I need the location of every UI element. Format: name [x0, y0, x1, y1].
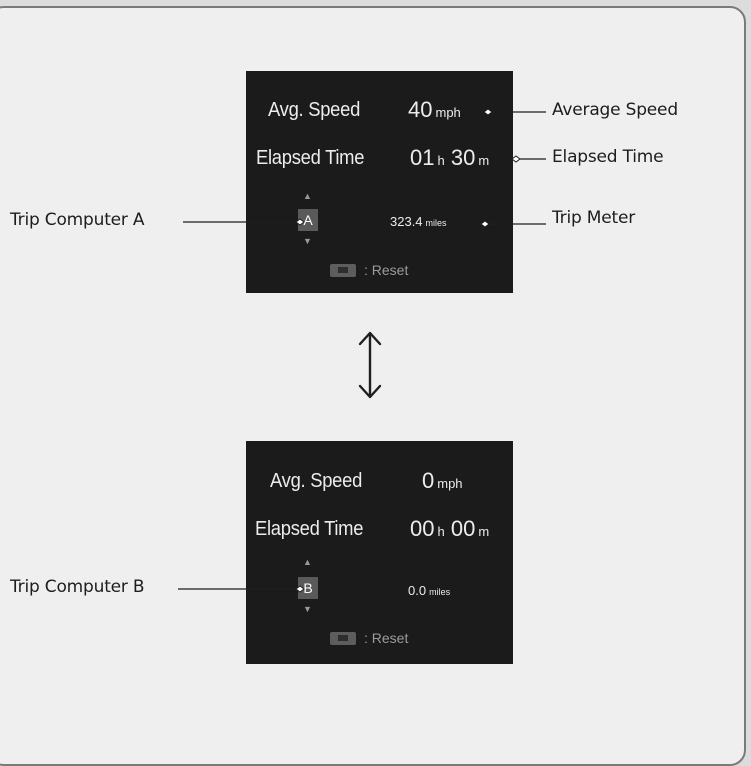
reset-hint: : Reset [330, 262, 408, 278]
elapsed-time-label: Elapsed Time [255, 518, 364, 540]
trip-meter-unit: miles [425, 218, 447, 228]
trip-meter-callout: Trip Meter [552, 208, 636, 228]
elapsed-hours-unit: h [437, 153, 445, 168]
avg-speed-label: Avg. Speed [270, 470, 363, 492]
double-vertical-arrow-icon [358, 331, 382, 399]
leader-lines [178, 108, 546, 593]
avg-speed-label: Avg. Speed [268, 99, 361, 121]
reset-hint: : Reset [330, 630, 408, 646]
trip-meter-number: 0.0 [408, 583, 427, 598]
triangle-down-icon: ▼ [303, 236, 312, 246]
elapsed-hours: 00 [410, 516, 435, 541]
elapsed-time-callout: Elapsed Time [552, 147, 664, 167]
avg-speed-unit: mph [437, 476, 463, 491]
trip-letter-badge: A [298, 209, 318, 231]
trip-computer-b-callout: Trip Computer B [10, 577, 145, 597]
average-speed-callout: Average Speed [552, 100, 678, 120]
steering-wheel-button-icon [330, 631, 356, 645]
triangle-up-icon: ▲ [303, 557, 312, 567]
triangle-up-icon: ▲ [303, 191, 312, 201]
steering-wheel-button-icon [330, 263, 356, 277]
trip-letter-badge: B [298, 577, 318, 599]
elapsed-hours: 01 [410, 145, 435, 170]
elapsed-time-label: Elapsed Time [256, 147, 365, 169]
avg-speed-number: 0 [422, 468, 435, 493]
elapsed-hours-unit: h [437, 524, 445, 539]
elapsed-minutes: 30 [450, 145, 476, 170]
trip-meter-number: 323.4 [390, 214, 423, 229]
avg-speed-unit: mph [435, 105, 461, 120]
elapsed-minutes: 00 [450, 516, 476, 541]
reset-label: : Reset [364, 262, 409, 278]
elapsed-minutes-unit: m [478, 153, 490, 168]
reset-label: : Reset [364, 630, 409, 646]
elapsed-minutes-unit: m [478, 524, 490, 539]
triangle-down-icon: ▼ [303, 604, 312, 614]
avg-speed-number: 40 [408, 97, 433, 122]
trip-meter-unit: miles [429, 587, 451, 597]
trip-computer-a-callout: Trip Computer A [10, 210, 145, 230]
